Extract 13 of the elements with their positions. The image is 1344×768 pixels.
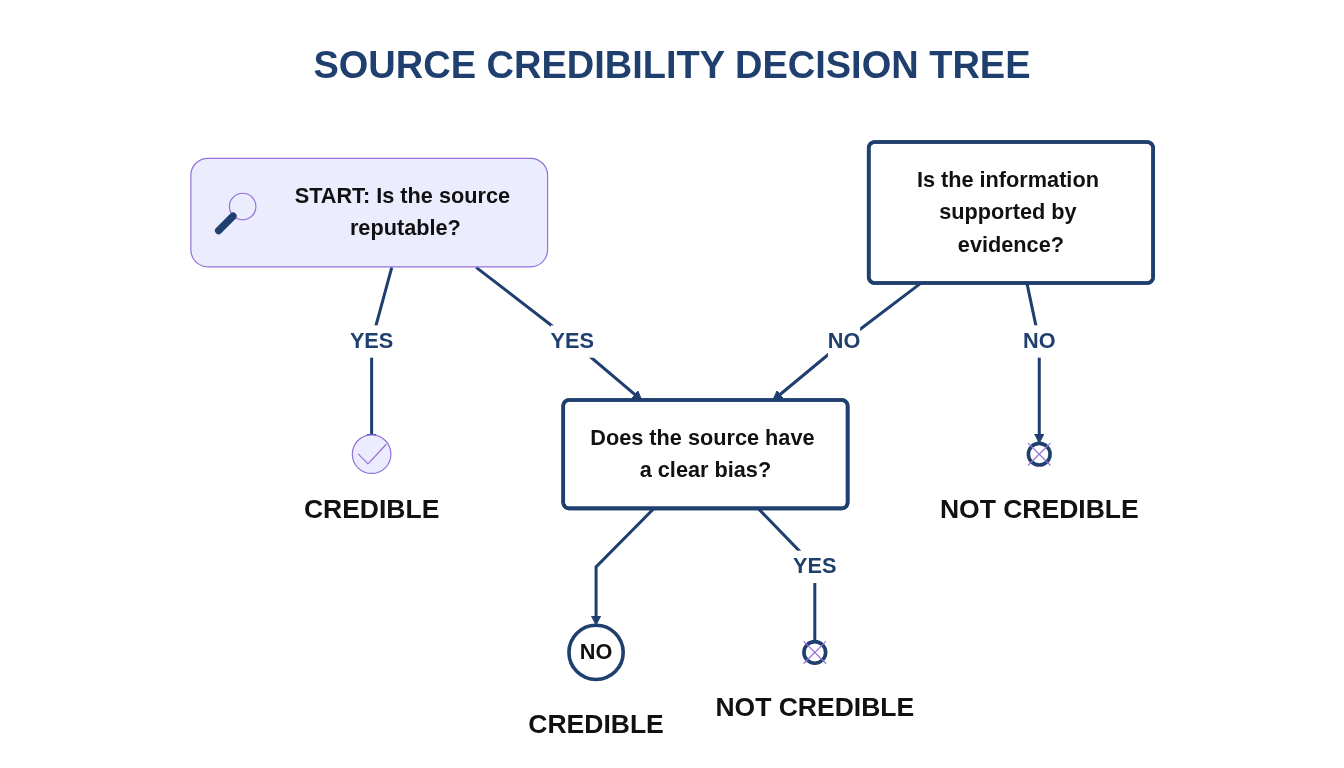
node-caption: NOT CREDIBLE [939, 494, 1139, 525]
node-circle: NO [567, 623, 625, 682]
node-box: START: Is the source reputable? [190, 157, 549, 268]
edge-label: YES [349, 328, 394, 353]
node-circle [351, 434, 392, 475]
edge-label: YES [550, 328, 594, 353]
node-caption: CREDIBLE [303, 494, 440, 525]
node-caption: NOT CREDIBLE [715, 692, 915, 723]
node-caption: CREDIBLE [528, 708, 664, 739]
edge-label: NO [1022, 328, 1056, 353]
title: SOURCE CREDIBILITY DECISION TREE [312, 44, 1032, 87]
edge-label: NO [827, 328, 861, 353]
edge-label: YES [793, 554, 837, 579]
